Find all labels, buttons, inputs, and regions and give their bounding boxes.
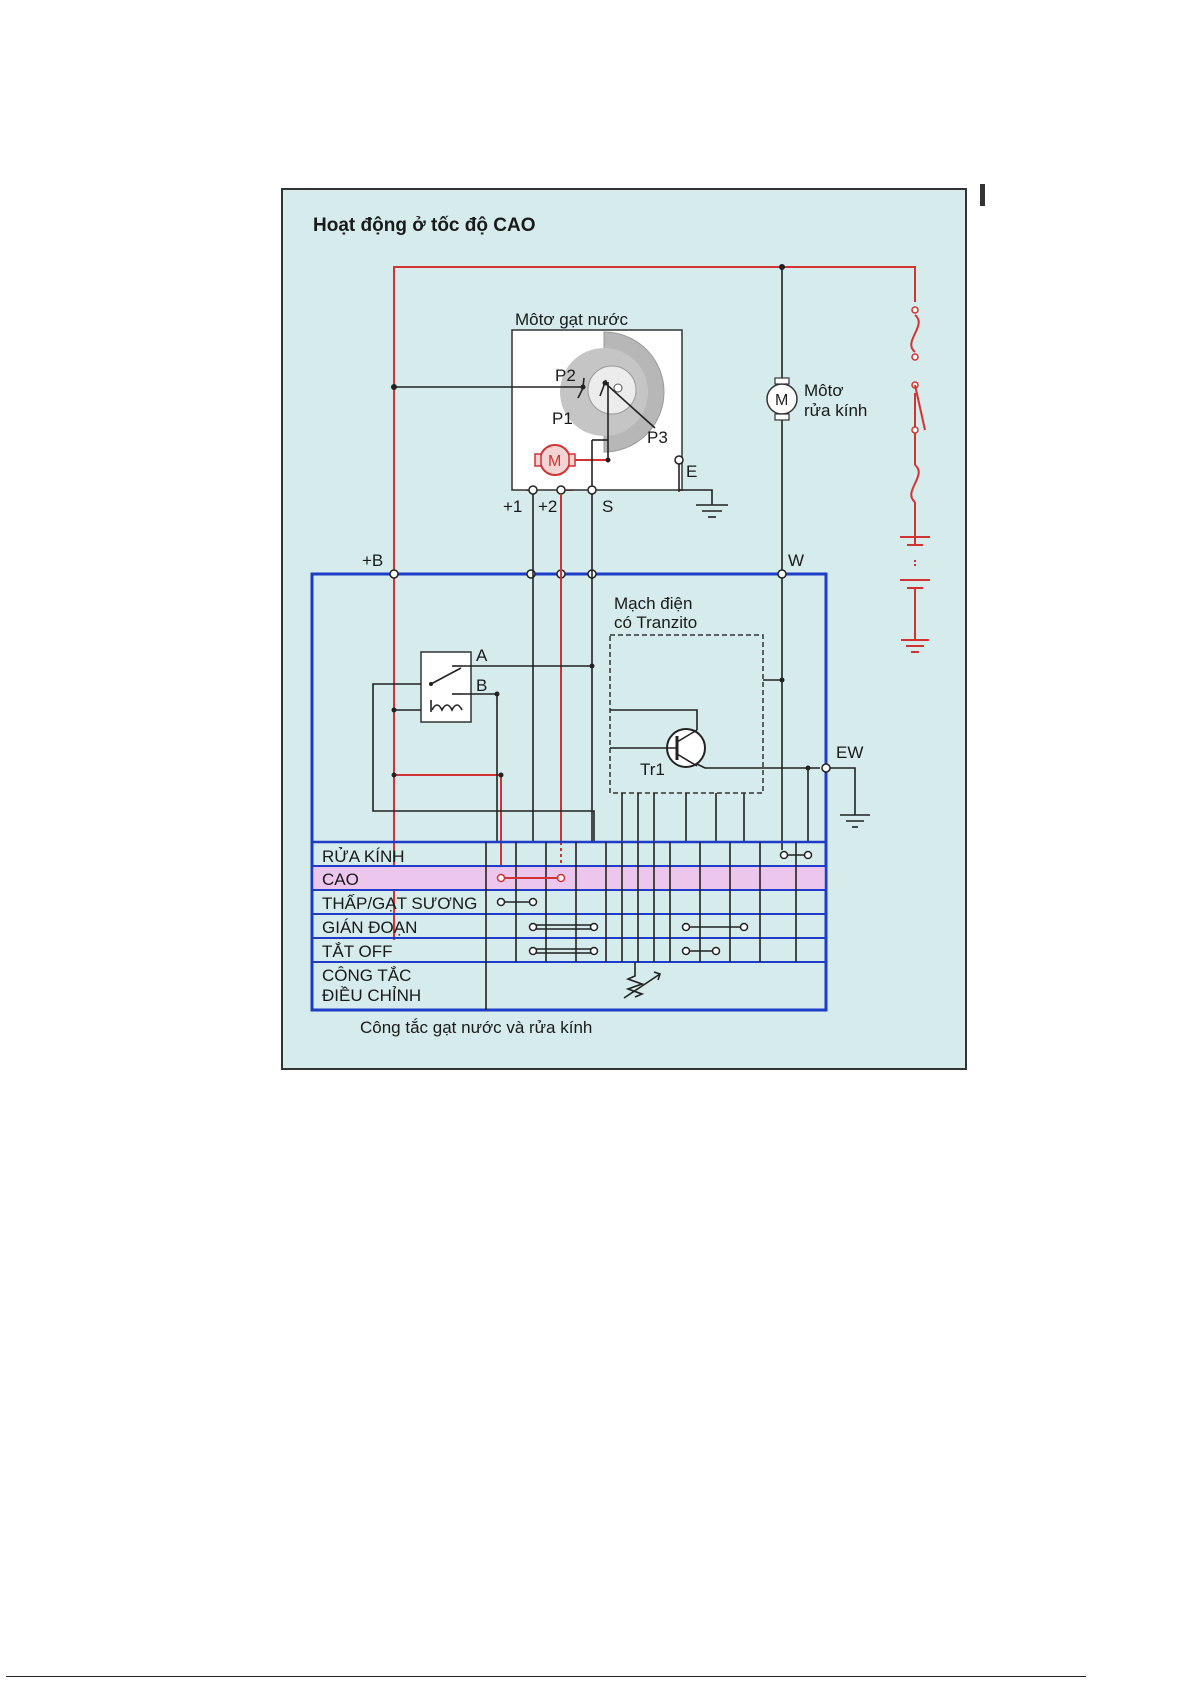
terminal-w: W [788,551,804,570]
washer-motor-label-1: Môtơ [804,381,844,400]
row-adjust-1: CÔNG TẮC [322,966,411,985]
terminal-p2: P2 [555,366,576,385]
wiper-motor-label: Môtơ gạt nước [515,310,629,329]
terminal-ew: EW [836,743,863,762]
row-adjust-2: ĐIỀU CHỈNH [322,986,421,1005]
terminal-p3: P3 [647,428,668,447]
row-washer: RỬA KÍNH [322,847,405,866]
transistor-label: Tr1 [640,760,665,779]
wiper-motor-symbol: M [548,453,561,470]
relay-terminal-b: B [476,676,487,695]
terminal-s: S [602,497,613,516]
row-low-mist: THẤP/GẠT SƯƠNG [322,894,477,913]
washer-motor-symbol: M [775,392,788,409]
terminal-plus2: +2 [538,497,557,516]
row-intermittent: GIÁN ĐOẠN [322,918,417,937]
transistor-circuit-label-1: Mạch điện [614,594,692,613]
terminal-plusb: +B [362,551,383,570]
washer-motor-label-2: rửa kính [804,401,867,420]
terminal-e: E [686,462,697,481]
terminal-p1: P1 [552,409,573,428]
row-off: TẮT OFF [322,942,393,961]
edge-mark [980,184,985,206]
row-high: CAO [322,870,359,889]
switch-caption: Công tắc gạt nước và rửa kính [360,1018,592,1037]
diagram-title: Hoạt động ở tốc độ CAO [313,215,535,236]
relay-terminal-a: A [476,646,488,665]
transistor-circuit-label-2: có Tranzito [614,613,697,632]
terminal-plus1: +1 [503,497,522,516]
bottom-rule [6,1676,1086,1677]
